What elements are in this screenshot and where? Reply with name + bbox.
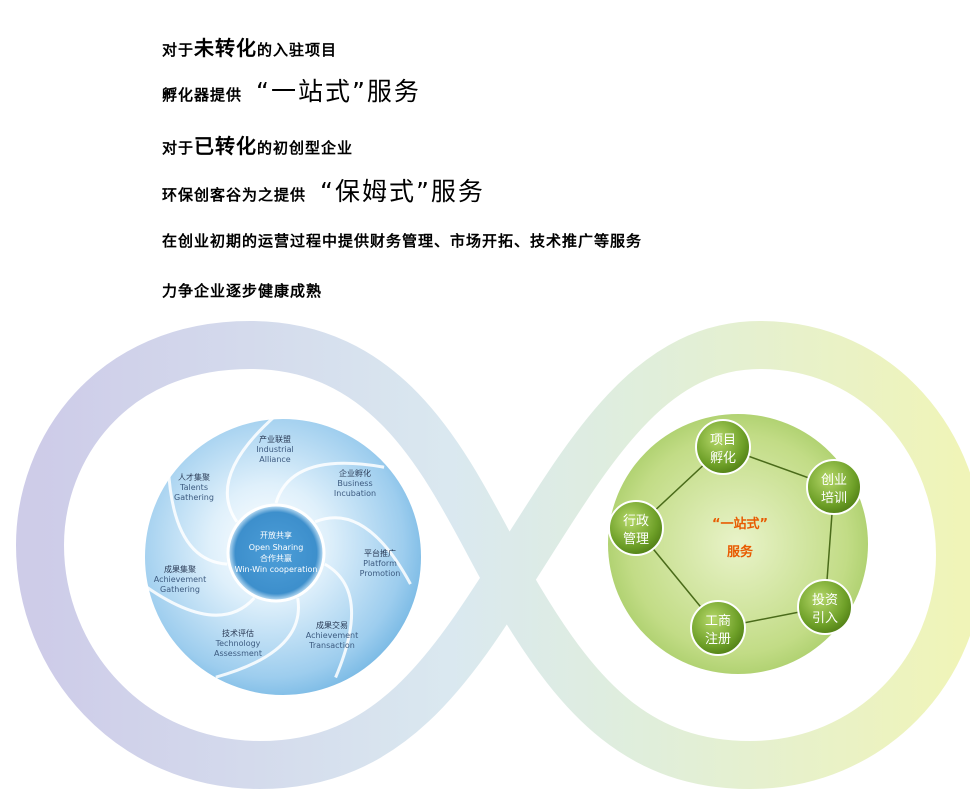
line2-quote: “一站式”服务 xyxy=(256,77,421,106)
swirl-blade xyxy=(274,461,385,504)
swirl-blade xyxy=(215,597,300,679)
segment-achievement-transaction: 成果交易 Achievement Transaction xyxy=(306,620,359,650)
node0-l2: 孵化 xyxy=(710,451,736,466)
line3-post: 的初创型企业 xyxy=(257,139,354,157)
seg1-en1: Business xyxy=(337,479,372,488)
right-wheel: “一站式” 服务 项目 孵化 创业 培训 投资 引入 工商 注册 行政 管理 xyxy=(608,414,868,674)
seg2-en1: Platform xyxy=(363,559,397,568)
swirl-blade xyxy=(324,562,354,679)
seg6-en2: Gathering xyxy=(174,493,214,502)
seg1-en2: Incubation xyxy=(334,489,376,498)
center-cn: 开放共享 xyxy=(260,530,292,540)
seg1-cn: 企业孵化 xyxy=(339,468,371,478)
seg3-cn: 成果交易 xyxy=(316,620,348,630)
line3-pre: 对于 xyxy=(162,139,195,157)
line1-pre: 对于 xyxy=(162,41,195,59)
center-cn2: 合作共赢 xyxy=(260,553,292,563)
line2-pre: 孵化器提供 xyxy=(162,86,243,104)
seg4-cn: 技术评估 xyxy=(222,628,254,638)
seg3-en1: Achievement xyxy=(306,631,359,640)
node3-l2: 注册 xyxy=(705,632,731,647)
swirl-blade xyxy=(225,413,278,523)
left-wheel-swirl xyxy=(140,413,412,679)
center-label-line1: “一站式” xyxy=(712,516,768,532)
swirl-blade xyxy=(166,466,228,566)
text-line-4: 环保创客谷为之提供 “保姆式”服务 xyxy=(162,172,485,208)
seg6-en1: Talents xyxy=(179,483,208,492)
node2-l2: 引入 xyxy=(812,611,838,626)
node-investment-introduction: 投资 引入 xyxy=(797,579,853,635)
center-label-line2: 服务 xyxy=(727,544,754,560)
node-administrative-management: 行政 管理 xyxy=(608,500,664,556)
seg5-en2: Gathering xyxy=(160,585,200,594)
text-line-3: 对于已转化的初创型企业 xyxy=(162,130,353,159)
swirl-blade xyxy=(314,516,412,585)
node1-l1: 创业 xyxy=(821,473,847,488)
node2-l1: 投资 xyxy=(812,592,838,608)
segment-platform-promotion: 平台推广 Platform Promotion xyxy=(360,548,401,578)
line4-quote: “保姆式”服务 xyxy=(320,177,485,206)
node4-l1: 行政 xyxy=(623,514,649,529)
node-project-incubation: 项目 孵化 xyxy=(695,419,751,475)
seg0-en1: Industrial xyxy=(256,445,294,454)
line4-pre: 环保创客谷为之提供 xyxy=(162,186,307,204)
text-line-5: 在创业初期的运营过程中提供财务管理、市场开拓、技术推广等服务 xyxy=(162,230,642,251)
line1-post: 的入驻项目 xyxy=(257,41,338,59)
line6-pre: 力争企业逐步健康成熟 xyxy=(162,282,323,300)
node4-l2: 管理 xyxy=(623,532,649,547)
seg4-en2: Assessment xyxy=(214,649,262,658)
text-line-6: 力争企业逐步健康成熟 xyxy=(162,280,322,301)
segment-technology-assessment: 技术评估 Technology Assessment xyxy=(214,628,262,658)
left-wheel: 开放共享 Open Sharing 合作共赢 Win-Win cooperati… xyxy=(140,413,425,699)
seg0-cn: 产业联盟 xyxy=(259,434,291,444)
center-en1: Open Sharing xyxy=(249,543,304,552)
segment-business-incubation: 企业孵化 Business Incubation xyxy=(334,468,376,498)
line1-emph: 未转化 xyxy=(194,36,258,60)
segment-industrial-alliance: 产业联盟 Industrial Alliance xyxy=(256,434,294,464)
line3-emph: 已转化 xyxy=(194,134,258,158)
node3-l1: 工商 xyxy=(705,614,731,629)
node-startup-training: 创业 培训 xyxy=(806,459,862,515)
left-wheel-center xyxy=(226,503,326,603)
seg2-cn: 平台推广 xyxy=(364,548,396,558)
segment-achievement-gathering: 成果集聚 Achievement Gathering xyxy=(154,564,207,594)
seg0-en2: Alliance xyxy=(259,455,291,464)
segment-talents-gathering: 人才集聚 Talents Gathering xyxy=(174,472,214,502)
text-line-1: 对于未转化的入驻项目 xyxy=(162,32,337,61)
seg5-en1: Achievement xyxy=(154,575,207,584)
text-line-2: 孵化器提供 “一站式”服务 xyxy=(162,72,421,108)
seg5-cn: 成果集聚 xyxy=(164,564,196,574)
seg2-en2: Promotion xyxy=(360,569,401,578)
line5-pre: 在创业初期的运营过程中提供财务管理、市场开拓、技术推广等服务 xyxy=(162,232,643,250)
node1-l2: 培训 xyxy=(821,490,847,506)
seg6-cn: 人才集聚 xyxy=(178,472,210,482)
node0-l1: 项目 xyxy=(710,433,736,448)
seg3-en2: Transaction xyxy=(308,641,355,650)
node-business-registration: 工商 注册 xyxy=(690,600,746,656)
center-en2: Win-Win cooperation xyxy=(235,565,318,574)
infinity-loop xyxy=(15,320,970,790)
seg4-en1: Technology xyxy=(215,639,261,648)
swirl-blade xyxy=(140,582,256,617)
